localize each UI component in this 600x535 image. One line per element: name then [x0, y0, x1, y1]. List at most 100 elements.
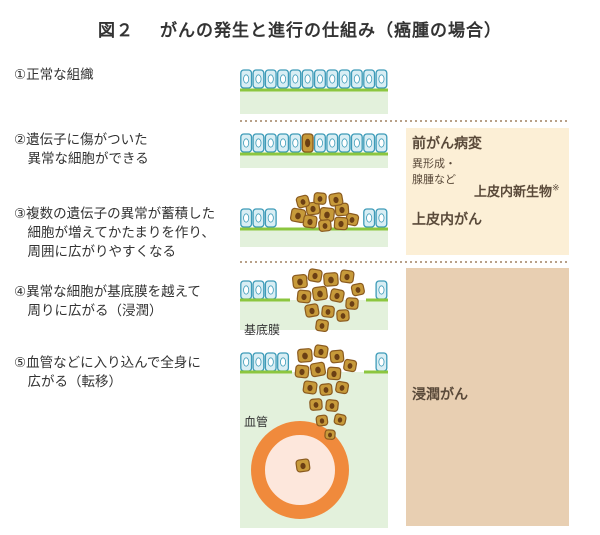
- epithelial-cell-nucleus: [255, 213, 262, 223]
- abnormal-cell-nucleus: [328, 276, 334, 284]
- abnormal-cell: [336, 309, 350, 322]
- epithelial-cell-nucleus: [341, 138, 348, 148]
- abnormal-cell: [309, 361, 327, 378]
- epithelial-cell-nucleus: [378, 285, 385, 295]
- epithelial-cell-nucleus: [378, 357, 385, 367]
- epithelial-cell-nucleus: [267, 138, 274, 148]
- epithelial-cell-nucleus: [267, 74, 274, 84]
- epithelial-cell-nucleus: [292, 74, 299, 84]
- abnormal-cell-nucleus: [331, 370, 337, 378]
- epithelial-cell-nucleus: [267, 357, 274, 367]
- epithelial-cell-nucleus: [316, 74, 323, 84]
- epithelial-cell-nucleus: [255, 285, 262, 295]
- abnormal-cell: [350, 282, 365, 297]
- precancer-note: 異形成・ 腺腫など: [412, 157, 456, 186]
- abnormal-cell-nucleus: [355, 287, 361, 293]
- abnormal-cell: [319, 383, 333, 396]
- step-5-label: ⑤血管などに入り込んで全身に 広がる（転移）: [14, 355, 201, 390]
- epithelial-cell-nucleus: [243, 74, 250, 84]
- abnormal-cell-nucleus: [349, 217, 355, 223]
- step-4-label: ④異常な細胞が基底膜を越えて 周りに広がる（浸潤）: [14, 284, 201, 319]
- abnormal-cell-nucleus: [327, 432, 333, 438]
- abnormal-cell: [321, 305, 335, 318]
- abnormal-cell-nucleus: [324, 211, 330, 219]
- epithelial-cell-nucleus: [378, 213, 385, 223]
- epithelial-cell-nucleus: [292, 138, 299, 148]
- abnormal-cell-nucleus: [338, 220, 344, 228]
- abnormal-cell: [292, 274, 308, 289]
- abnormal-cell-nucleus: [317, 196, 323, 202]
- abnormal-cell-nucleus: [337, 417, 343, 423]
- epithelial-cell-nucleus: [316, 138, 323, 148]
- abnormal-cell-nucleus: [300, 199, 306, 205]
- abnormal-cell: [313, 344, 329, 359]
- precancer-zone: [406, 128, 569, 255]
- abnormal-cell-nucleus: [334, 353, 340, 361]
- abnormal-cell: [315, 319, 329, 333]
- epithelial-cell-nucleus: [353, 138, 360, 148]
- epithelial-cell-nucleus: [366, 74, 373, 84]
- first-abnormal-cell-nucleus: [305, 138, 311, 148]
- epithelial-cell-nucleus: [280, 138, 287, 148]
- connective-tissue: [240, 154, 388, 168]
- epithelial-cell-nucleus: [255, 138, 262, 148]
- intraepithelial-neoplasia-label: 上皮内新生物※: [474, 181, 560, 200]
- abnormal-cell: [305, 201, 321, 216]
- abnormal-cell: [318, 219, 332, 232]
- intraepithelial-neoplasia-text: 上皮内新生物: [474, 185, 553, 200]
- abnormal-cell: [328, 192, 344, 207]
- abnormal-cell: [294, 364, 310, 379]
- abnormal-cell: [309, 398, 323, 411]
- abnormal-cell: [339, 269, 355, 284]
- abnormal-cell: [307, 268, 323, 283]
- abnormal-cell-nucleus: [301, 293, 307, 301]
- abnormal-cell-nucleus: [349, 301, 355, 307]
- panel-abnormal-cell: [240, 133, 388, 168]
- abnormal-cell: [295, 458, 311, 473]
- abnormal-cell: [324, 429, 336, 440]
- epithelial-cell-nucleus: [243, 138, 250, 148]
- abnormal-cell: [333, 413, 347, 426]
- abnormal-cell-nucleus: [307, 384, 313, 392]
- step-3-label: ③複数の遺伝子の異常が蓄積した 細胞が増えてかたまりを作り、 周囲に広がりやすく…: [14, 206, 216, 260]
- asterisk-mark: ※: [552, 183, 560, 194]
- abnormal-cell-nucleus: [295, 212, 301, 220]
- panel-in-situ-cluster: [240, 192, 388, 247]
- basement-membrane-label: 基底膜: [244, 323, 281, 337]
- abnormal-cell-nucleus: [315, 366, 321, 374]
- panel-normal-tissue: [240, 69, 388, 114]
- figure-title-text: がんの発生と進行の仕組み（癌腫の場合）: [160, 21, 502, 41]
- connective-tissue: [240, 229, 388, 247]
- epithelial-cell-nucleus: [255, 357, 262, 367]
- panel-metastasis: [240, 344, 388, 528]
- abnormal-cell: [325, 399, 339, 412]
- abnormal-cell-nucleus: [309, 307, 315, 315]
- abnormal-cell-nucleus: [339, 206, 345, 214]
- abnormal-cell: [343, 358, 358, 373]
- abnormal-cell-nucleus: [313, 402, 319, 408]
- connective-tissue: [240, 90, 388, 114]
- step-1-label: ①正常な組織: [14, 67, 94, 83]
- epithelial-cell-nucleus: [243, 357, 250, 367]
- abnormal-cell-nucleus: [347, 363, 353, 369]
- abnormal-cell: [326, 366, 342, 381]
- epithelial-cell-nucleus: [329, 74, 336, 84]
- abnormal-cell: [311, 285, 328, 302]
- epithelial-cell-nucleus: [243, 285, 250, 295]
- intraepithelial-cancer-label: 上皮内がん: [412, 212, 482, 228]
- blood-vessel-label: 血管: [244, 415, 269, 429]
- figure-number: 図２: [98, 21, 134, 41]
- abnormal-cell-nucleus: [297, 278, 303, 286]
- abnormal-cell: [329, 288, 345, 303]
- abnormal-cell-nucleus: [319, 323, 325, 329]
- abnormal-cell-nucleus: [310, 205, 316, 213]
- abnormal-cell: [313, 192, 327, 205]
- invasive-cancer-label: 浸潤がん: [412, 387, 468, 403]
- figure-title: 図２ がんの発生と進行の仕組み（癌腫の場合）: [0, 16, 600, 41]
- epithelial-cell-nucleus: [304, 74, 311, 84]
- abnormal-cell: [302, 380, 318, 395]
- abnormal-cell: [302, 214, 318, 229]
- abnormal-cell-nucleus: [307, 218, 313, 226]
